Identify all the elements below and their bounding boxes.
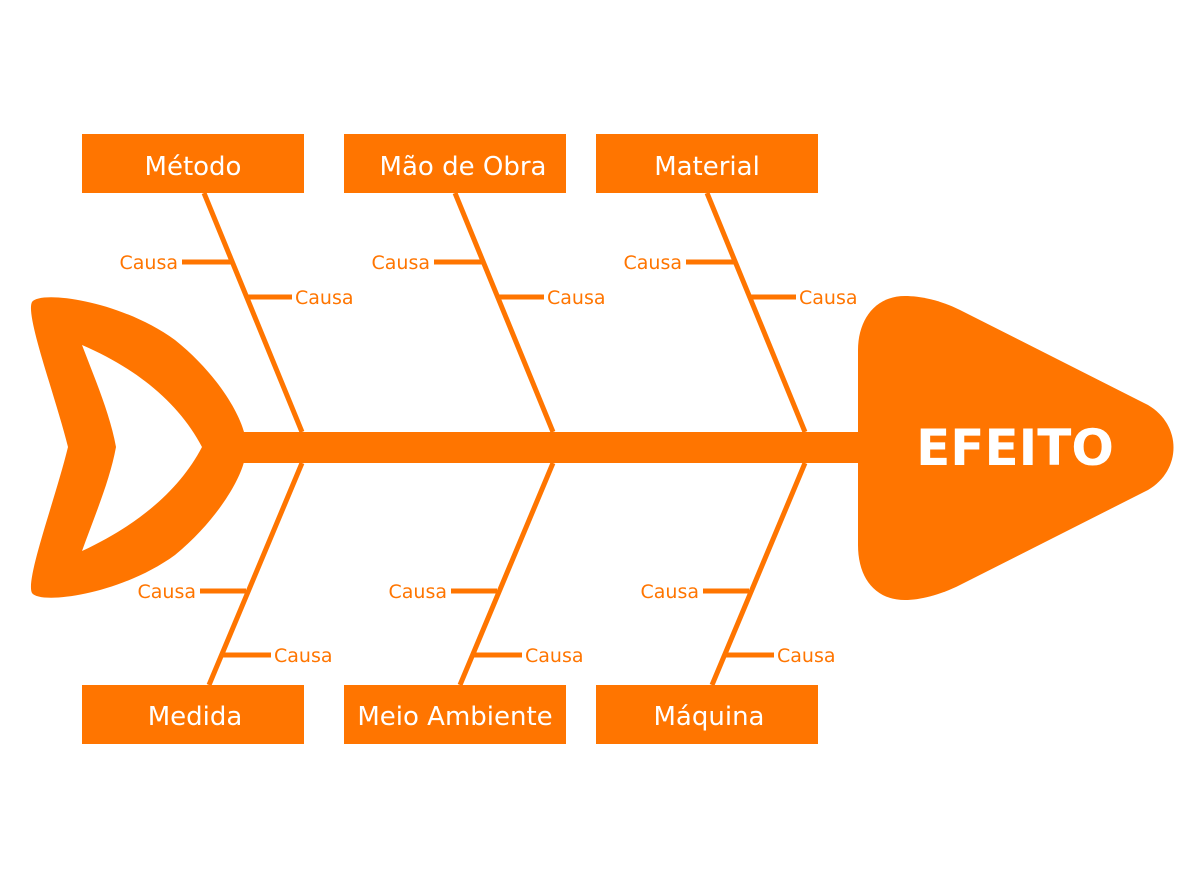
cause-label: Causa bbox=[624, 252, 683, 274]
category-box-bg bbox=[344, 685, 566, 744]
category-box-maquina: Máquina bbox=[596, 685, 818, 744]
category-box-bg bbox=[82, 134, 304, 193]
bone-metodo bbox=[201, 192, 305, 433]
fish-tail bbox=[30, 297, 244, 598]
cause-label: Causa bbox=[799, 287, 858, 309]
cause-label: Causa bbox=[641, 581, 700, 603]
bone-medida bbox=[206, 462, 305, 686]
cause-label: Causa bbox=[120, 252, 179, 274]
cause-label: Causa bbox=[372, 252, 431, 274]
cause-labels: Causa Causa Causa Causa Causa Causa Caus… bbox=[120, 252, 858, 667]
cause-label: Causa bbox=[777, 645, 836, 667]
category-label: Meio Ambiente bbox=[357, 702, 552, 732]
category-box-bg bbox=[82, 685, 304, 744]
cause-ticks bbox=[182, 259, 796, 658]
category-label: Máquina bbox=[654, 702, 765, 732]
cause-label: Causa bbox=[525, 645, 584, 667]
cause-label: Causa bbox=[295, 287, 354, 309]
fish-spine bbox=[238, 432, 868, 463]
category-box-bg bbox=[596, 685, 818, 744]
category-label: Mão de Obra bbox=[380, 152, 547, 182]
bones bbox=[201, 192, 808, 686]
category-label: Método bbox=[145, 152, 242, 182]
cause-label: Causa bbox=[138, 581, 197, 603]
category-box-mao-de-obra: Mão de Obra bbox=[344, 134, 566, 193]
category-box-meio-ambiente: Meio Ambiente bbox=[344, 685, 566, 744]
bone-meio-ambiente bbox=[457, 462, 556, 686]
category-box-medida: Medida bbox=[82, 685, 304, 744]
effect-label: EFEITO bbox=[916, 419, 1114, 477]
category-label: Material bbox=[654, 152, 760, 182]
category-box-bg bbox=[596, 134, 818, 193]
fish-head bbox=[858, 296, 1174, 600]
cause-label: Causa bbox=[274, 645, 333, 667]
category-label: Medida bbox=[148, 702, 243, 732]
bone-mao-de-obra bbox=[452, 192, 556, 433]
bone-maquina bbox=[709, 462, 808, 686]
category-box-bg bbox=[344, 134, 566, 193]
cause-label: Causa bbox=[389, 581, 448, 603]
category-box-metodo: Método bbox=[82, 134, 304, 193]
cause-label: Causa bbox=[547, 287, 606, 309]
bone-material bbox=[704, 192, 808, 433]
category-box-material: Material bbox=[596, 134, 818, 193]
